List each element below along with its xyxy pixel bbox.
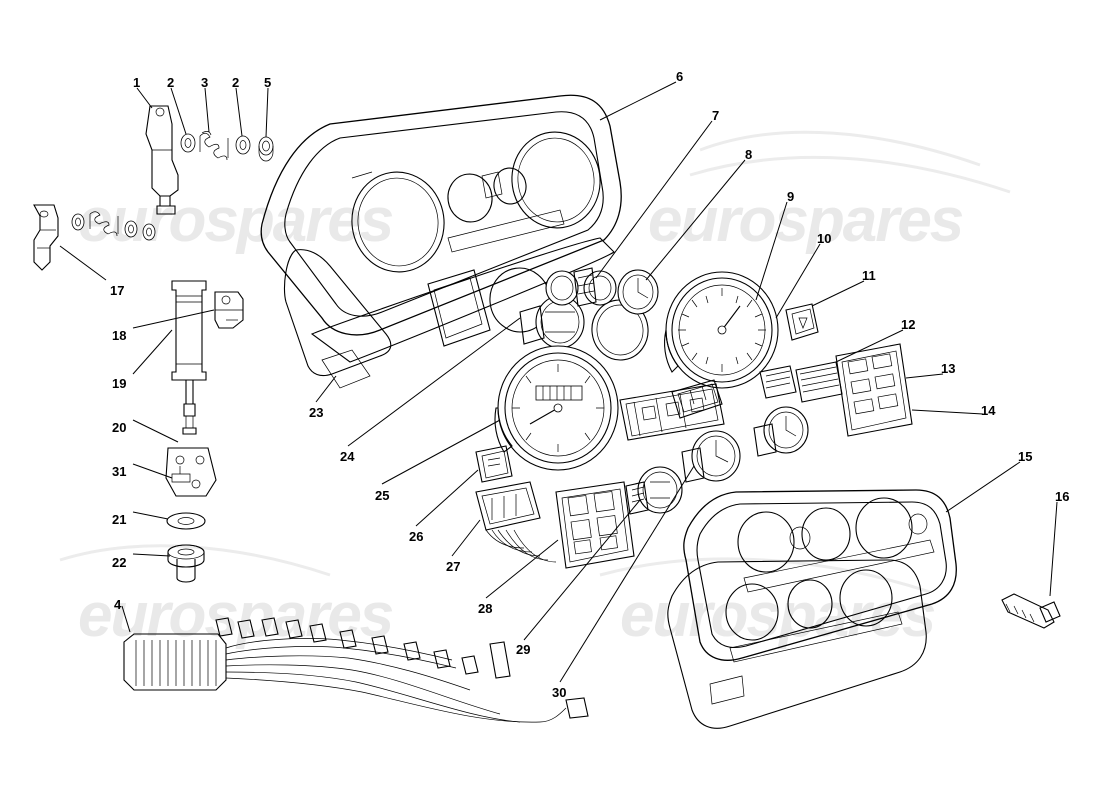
part-plate-20: [165, 447, 217, 497]
callout-23: 23: [309, 405, 324, 420]
callout-30: 30: [552, 685, 567, 700]
part-washer-2b: [235, 135, 251, 155]
leader-lines: [59, 81, 1058, 683]
part-bezel-15: [667, 489, 957, 729]
part-damper-19: [171, 280, 207, 435]
callout-27: 27: [446, 559, 461, 574]
callout-8: 8: [745, 147, 753, 162]
callout-18: 18: [112, 328, 127, 343]
part-gauge-29: [625, 466, 683, 515]
callout-11: 11: [862, 268, 876, 283]
callout-7: 7: [712, 108, 720, 123]
callout-6: 6: [676, 69, 684, 84]
part-washer-21: [166, 512, 206, 530]
callout-4: 4: [114, 597, 122, 612]
callout-15: 15: [1018, 449, 1033, 464]
callout-21: 21: [112, 512, 127, 527]
callout-1: 1: [133, 75, 141, 90]
callout-29: 29: [516, 642, 531, 657]
callout-14: 14: [981, 403, 996, 418]
part-switch-11: [785, 303, 819, 341]
part-switch-27: [475, 481, 557, 563]
watermark-text: eurospares: [78, 186, 394, 255]
callout-31: 31: [112, 464, 127, 479]
callout-10: 10: [817, 231, 832, 246]
part-switch-bank-12: [619, 383, 725, 441]
callout-13: 13: [941, 361, 956, 376]
part-gauge-extra: [753, 406, 809, 457]
part-gauge-7: [545, 267, 617, 307]
watermark-text: eurospares: [648, 186, 964, 255]
part-tachometer-9: [664, 271, 779, 389]
part-washer-2a: [180, 133, 196, 153]
part-dash-binnacle-6: [260, 94, 649, 389]
callout-28: 28: [478, 601, 493, 616]
part-switch-panel-28: [555, 481, 635, 569]
callout-19: 19: [112, 376, 127, 391]
callout-16: 16: [1055, 489, 1070, 504]
callout-20: 20: [112, 420, 127, 435]
part-switch-26: [475, 445, 513, 483]
part-gauge-8: [617, 269, 659, 315]
part-gauge-30: [681, 430, 741, 483]
part-nut-5: [258, 136, 274, 162]
callout-9: 9: [787, 189, 795, 204]
part-screw-16: [1001, 593, 1061, 629]
callout-25: 25: [375, 488, 390, 503]
part-spring-3: [199, 131, 229, 161]
part-switch-cluster-13: [759, 343, 913, 437]
part-washer-row-17: [71, 211, 156, 241]
callout-17: 17: [110, 283, 125, 298]
part-grommet-22: [167, 544, 205, 583]
callout-12: 12: [901, 317, 916, 332]
callout-2a: 2: [167, 75, 175, 90]
callout-24: 24: [340, 449, 355, 464]
part-clip-18: [214, 291, 244, 329]
part-gauge-24: [519, 295, 585, 349]
part-speedometer-25: [494, 345, 619, 471]
callout-5: 5: [264, 75, 272, 90]
callout-3: 3: [201, 75, 209, 90]
callout-22: 22: [112, 555, 127, 570]
callout-26: 26: [409, 529, 424, 544]
part-bracket-17: [33, 204, 59, 271]
callout-2b: 2: [232, 75, 240, 90]
part-wiring-harness-4: [123, 617, 589, 723]
part-group-bracket-1: [145, 105, 179, 215]
background-swoosh: [59, 130, 1011, 594]
